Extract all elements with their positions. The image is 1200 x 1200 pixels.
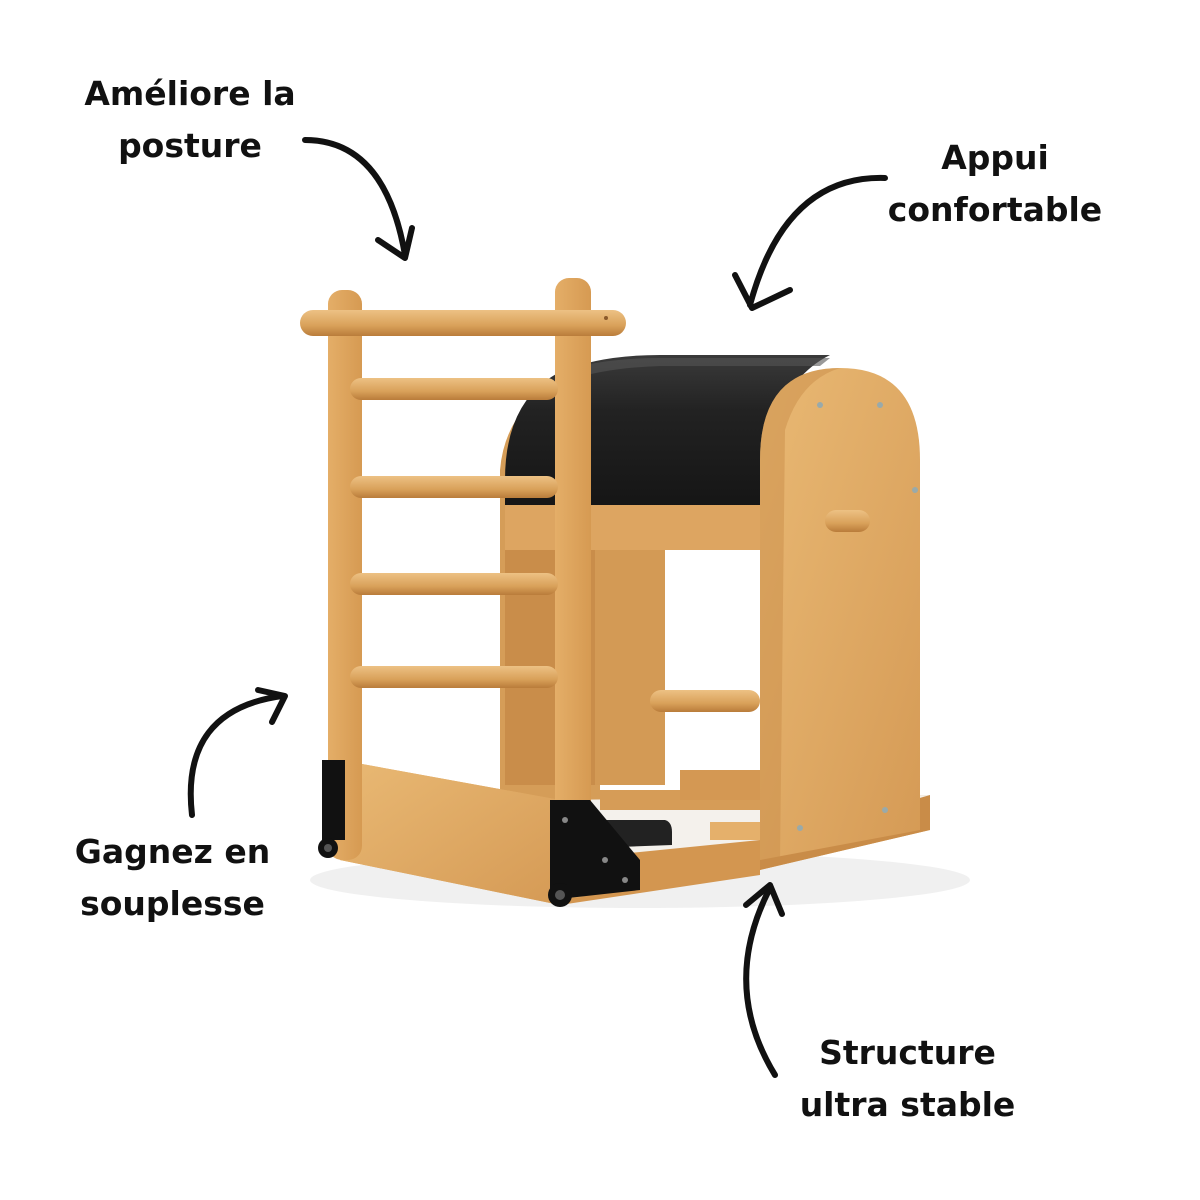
label-line: Gagnez en xyxy=(74,832,271,871)
label-line: Améliore la xyxy=(84,74,296,113)
label-ameliore-posture: Améliore la posture xyxy=(40,68,340,172)
label-line: posture xyxy=(118,126,262,165)
label-line: Appui xyxy=(941,138,1049,177)
hardware-brackets xyxy=(318,760,640,907)
barrel-rung xyxy=(650,690,760,712)
seat-highlight xyxy=(560,358,830,380)
arrow-appui xyxy=(732,174,888,311)
label-structure-stable: Structure ultra stable xyxy=(765,1027,1050,1131)
barrel-front-panel xyxy=(760,368,920,860)
label-line: souplesse xyxy=(80,884,265,923)
label-line: ultra stable xyxy=(799,1085,1016,1124)
label-appui-confortable: Appui confortable xyxy=(845,132,1145,236)
label-gagnez-souplesse: Gagnez en souplesse xyxy=(30,826,315,930)
seat-rail xyxy=(505,505,765,550)
ladder xyxy=(300,278,626,898)
arrow-posture xyxy=(302,137,415,261)
arrow-souplesse xyxy=(187,687,288,818)
arrow-structure xyxy=(743,882,785,1078)
label-line: Structure xyxy=(819,1033,996,1072)
label-line: confortable xyxy=(887,190,1103,229)
